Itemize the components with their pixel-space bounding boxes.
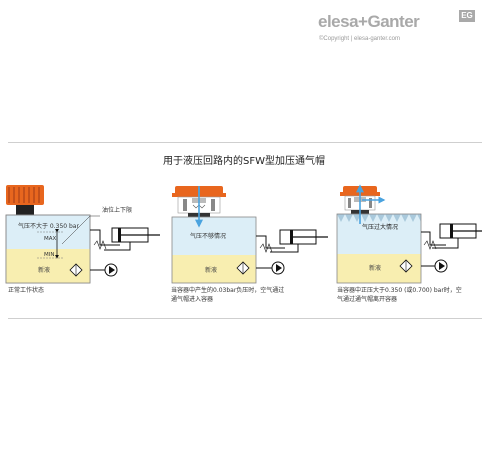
filter-icon [69,263,83,277]
hydraulic-cylinder-icon [270,229,328,253]
filter-icon [399,259,413,273]
top-divider [8,142,482,143]
pressure-label: 气压不大于 0.350 bar [18,222,79,230]
diagram-title: 用于液压回路内的SFW型加压通气帽 [163,156,325,167]
caption-line: 气通过通气帽离开容器 [337,296,398,303]
copyright-text: ©Copyright | elesa-ganter.com [319,36,401,42]
level-label: 油位上下限 [102,206,132,214]
elesa-ganter-logo: elesa+Ganter [318,12,420,31]
breather-cap-icon [6,185,44,215]
oil-label: 新液 [38,266,50,274]
oil-label: 新液 [205,266,217,274]
caption-line: 当容器中正压大于0.350 (或0.700) bar时，空 [337,287,462,294]
min-label: MIN [44,252,54,258]
panel-normal [5,185,160,284]
hydraulic-cylinder-icon [104,227,160,251]
caption-vacuum: 当容器中产生的0.03bar负压时，空气通过 通气帽进入容器 [171,286,284,304]
state-label: 气压不够情况 [190,232,226,240]
oil-label: 新液 [369,264,381,272]
caption-normal: 正常工作状态 [8,286,44,295]
panel-overpressure [336,184,482,284]
state-label: 气压过大情况 [362,223,398,231]
caption-line: 通气帽进入容器 [171,296,214,303]
caption-overpressure: 当容器中正压大于0.350 (或0.700) bar时，空 气通过通气帽离开容器 [337,286,462,304]
max-label: MAX [44,236,57,242]
panel-vacuum [171,186,328,284]
filter-icon [236,261,250,275]
eg-badge: EG [459,10,475,22]
caption-line: 当容器中产生的0.03bar负压时，空气通过 [171,287,285,294]
caption-line: 正常工作状态 [8,287,45,294]
brand-block: elesa+Ganter EG ©Copyright | elesa-gante… [318,10,478,50]
bottom-divider [8,318,482,319]
pressure-spikes [337,214,421,222]
hydraulic-cylinder-icon [432,223,482,249]
